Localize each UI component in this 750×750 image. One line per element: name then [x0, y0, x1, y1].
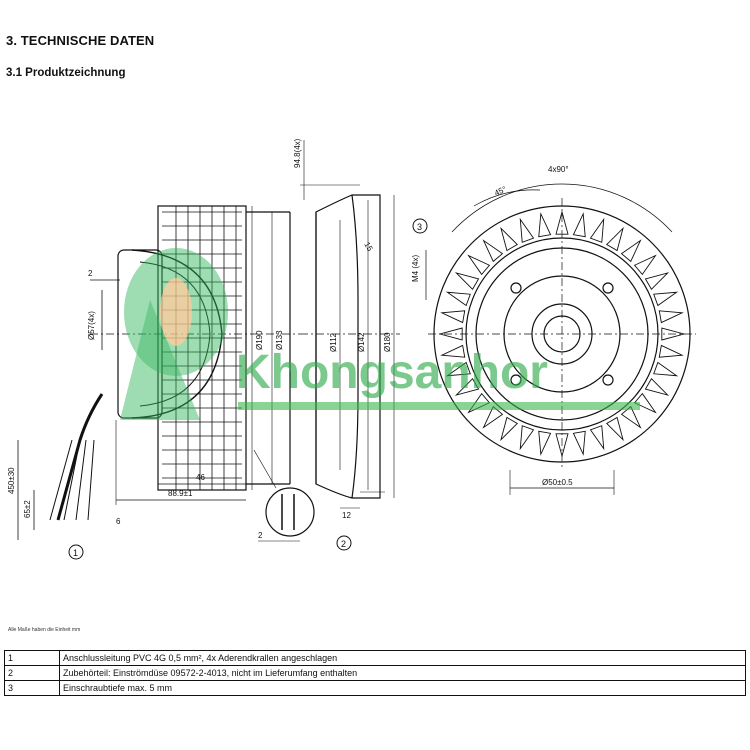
callout-2: 2 — [336, 535, 352, 551]
blade-tooth — [644, 377, 670, 396]
blade-tooth — [605, 226, 624, 252]
blade-tooth — [440, 310, 466, 324]
blade-tooth — [644, 272, 670, 291]
dim-label: 94.8(4x) — [293, 138, 302, 168]
fan-side-view — [17, 205, 315, 542]
blade-tooth — [658, 344, 684, 358]
blade-tooth — [658, 310, 684, 324]
blade-tooth — [589, 425, 605, 451]
table-row: 1 Anschlussleitung PVC 4G 0,5 mm², 4x Ad… — [4, 650, 746, 666]
dim-label: Ø142 — [357, 332, 366, 352]
note-text: Anschlussleitung PVC 4G 0,5 mm², 4x Ader… — [59, 650, 746, 666]
dim-label: 46 — [196, 473, 205, 482]
watermark-logo: Khongsanhor — [120, 248, 640, 420]
svg-text:3: 3 — [417, 222, 422, 232]
blade-tooth — [519, 425, 535, 451]
blade-tooth — [482, 239, 504, 263]
blade-tooth — [454, 272, 480, 291]
section-heading: 3. TECHNISCHE DATEN — [6, 33, 155, 48]
blade-tooth — [620, 405, 642, 429]
blade-tooth — [661, 327, 686, 341]
blade-tooth — [482, 405, 504, 429]
dim-label: 12 — [342, 511, 351, 520]
blade-tooth — [454, 377, 480, 396]
blade-tooth — [500, 226, 519, 252]
dim-label: Ø133 — [275, 330, 284, 350]
blade-tooth — [440, 344, 466, 358]
blade-tooth — [538, 212, 552, 238]
dim-label: 6 — [116, 517, 121, 526]
inlet-nozzle-view — [300, 140, 400, 509]
dim-label: 88.9±1 — [168, 489, 193, 498]
dim-label: 15 — [362, 241, 375, 254]
fan-front-view — [425, 183, 696, 495]
svg-text:2: 2 — [341, 539, 346, 549]
blade-tooth — [538, 430, 552, 456]
table-row: 3 Einschraubtiefe max. 5 mm — [4, 680, 746, 696]
blade-tooth — [572, 212, 586, 238]
dim-label: Ø50±0.5 — [542, 478, 573, 487]
callout-3: 3 — [412, 218, 428, 234]
blade-tooth — [519, 217, 535, 243]
dim-label: Ø180 — [383, 332, 392, 352]
svg-text:1: 1 — [73, 548, 78, 558]
blade-tooth — [653, 361, 679, 377]
blade-tooth — [572, 430, 586, 456]
blade-tooth — [445, 291, 471, 307]
blade-tooth — [467, 254, 491, 276]
dim-label: Ø57(4x) — [87, 311, 96, 340]
watermark-text: Khongsanhor — [236, 346, 548, 399]
dim-label: 45° — [493, 185, 508, 198]
table-row: 2 Zubehörteil: Einströmdüse 09572-2-4013… — [4, 665, 746, 681]
blade-tooth — [620, 239, 642, 263]
blade-tooth — [633, 392, 657, 414]
dim-label: 450±30 — [7, 467, 16, 494]
dim-label: Ø112 — [329, 332, 338, 352]
dim-label: Ø190 — [255, 330, 264, 350]
blade-tooth — [500, 416, 519, 442]
notes-table: 1 Anschlussleitung PVC 4G 0,5 mm², 4x Ad… — [4, 650, 746, 696]
note-number: 1 — [4, 650, 60, 666]
units-note: Alle Maße haben die Einheit mm — [8, 627, 81, 633]
note-number: 3 — [4, 680, 60, 696]
blade-tooth — [633, 254, 657, 276]
blade-tooth — [445, 361, 471, 377]
blade-tooth — [589, 217, 605, 243]
dim-label: 2 — [88, 269, 93, 278]
dim-label: 4x90° — [548, 165, 569, 174]
callout-1: 1 — [68, 544, 84, 560]
product-drawing: Khongsanhor 94.8(4x) 2 Ø57(4x) Ø190 Ø133… — [7, 138, 696, 560]
note-number: 2 — [4, 665, 60, 681]
dim-label: M4 (4x) — [411, 255, 420, 282]
note-text: Zubehörteil: Einströmdüse 09572-2-4013, … — [59, 665, 746, 681]
blade-tooth — [605, 416, 624, 442]
dim-label: 2 — [258, 531, 263, 540]
section-subheading: 3.1 Produktzeichnung — [6, 67, 126, 79]
dim-label: 65±2 — [23, 500, 32, 518]
blade-tooth — [653, 291, 679, 307]
note-text: Einschraubtiefe max. 5 mm — [59, 680, 746, 696]
